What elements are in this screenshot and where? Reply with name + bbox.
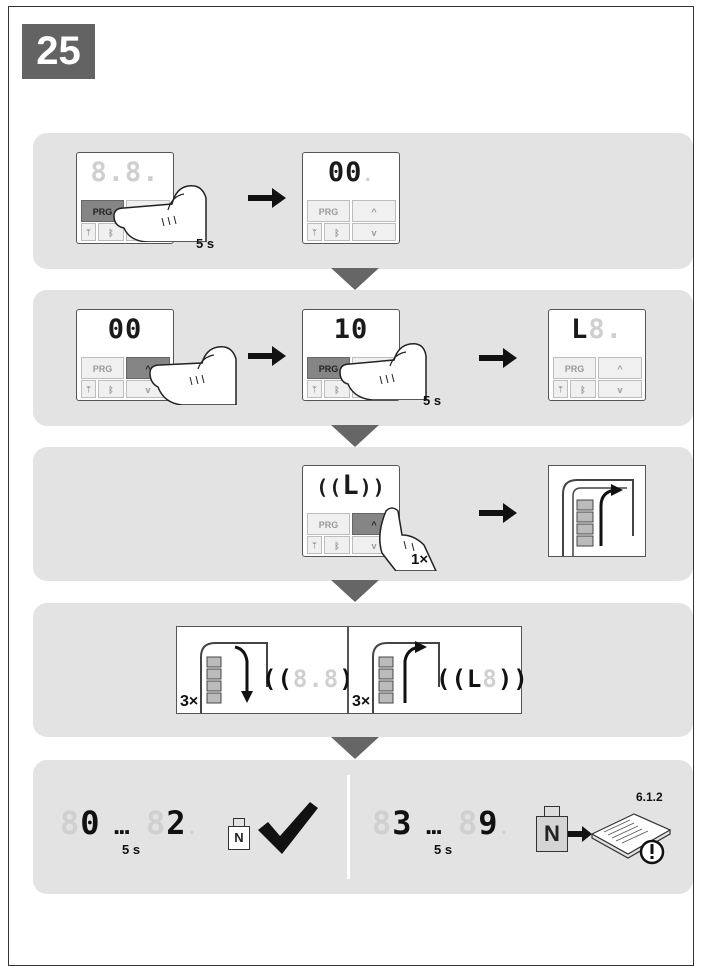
control-unit-b1: 00 PRG ^ ᛘ ᛒ v xyxy=(76,309,174,401)
weight-handle xyxy=(544,806,560,816)
down-button[interactable]: v xyxy=(352,223,396,241)
antenna-icon: ᛘ xyxy=(81,380,96,398)
bluetooth-icon: ᛒ xyxy=(98,223,124,241)
force-weight-icon: N xyxy=(228,826,250,850)
hold-duration: 5 s xyxy=(434,842,453,857)
value-range-start: 80 xyxy=(60,804,101,842)
weight-handle xyxy=(233,818,245,826)
prg-button[interactable]: PRG xyxy=(81,357,124,379)
control-unit-c1: ((L)) PRG ^ ᛘ ᛒ v xyxy=(302,465,400,557)
prg-button[interactable]: PRG xyxy=(307,513,350,535)
manual-book-icon xyxy=(590,813,672,865)
display: ((L)) xyxy=(316,470,386,501)
press-duration: 5 s xyxy=(196,236,215,251)
down-button[interactable]: v xyxy=(598,380,642,398)
value-range-end: 89. xyxy=(458,804,511,842)
step-number-badge: 25 xyxy=(22,24,95,79)
arrow-right-icon xyxy=(248,346,286,366)
close-sequence-scene xyxy=(176,626,348,714)
value-range-end: 82. xyxy=(146,804,199,842)
repeat-count: 3× xyxy=(352,693,371,710)
sectional-door-icon xyxy=(562,479,634,556)
antenna-icon: ᛘ xyxy=(81,223,96,241)
value-range-start: 83 xyxy=(372,804,413,842)
step-connector xyxy=(331,425,379,447)
display-blink-open: ((L8)) xyxy=(436,665,529,693)
display: 00 xyxy=(107,314,143,345)
range-ellipsis: ... xyxy=(425,810,443,840)
door-opening-icon xyxy=(372,641,440,713)
range-ellipsis: ... xyxy=(113,810,131,840)
hold-duration: 5 s xyxy=(122,842,141,857)
gate-opening-scene xyxy=(548,465,646,557)
bluetooth-icon: ᛒ xyxy=(324,223,350,241)
checkmark-icon xyxy=(258,802,318,854)
up-button[interactable]: ^ xyxy=(352,200,396,222)
prg-button[interactable]: PRG xyxy=(307,200,350,222)
step-connector xyxy=(331,737,379,759)
repeat-count: 3× xyxy=(180,693,199,710)
display: L8. xyxy=(571,314,623,345)
control-unit-a2: 00. PRG ^ ᛘ ᛒ v xyxy=(302,152,400,244)
finger-press-icon xyxy=(339,343,427,400)
bluetooth-icon: ᛒ xyxy=(570,380,596,398)
up-button[interactable]: ^ xyxy=(598,357,642,379)
display: 00. xyxy=(327,157,375,188)
antenna-icon: ᛘ xyxy=(307,380,322,398)
display: 10 xyxy=(333,314,369,345)
antenna-icon: ᛘ xyxy=(307,536,322,554)
arrow-right-icon xyxy=(479,503,517,523)
bluetooth-icon: ᛒ xyxy=(324,380,350,398)
press-count: 1× xyxy=(411,551,429,568)
door-closing-icon xyxy=(200,642,268,713)
prg-button[interactable]: PRG xyxy=(553,357,596,379)
antenna-icon: ᛘ xyxy=(553,380,568,398)
finger-press-icon xyxy=(113,185,207,242)
step-connector xyxy=(331,268,379,290)
arrow-right-icon xyxy=(248,188,286,208)
section-reference: 6.1.2 xyxy=(636,790,663,804)
force-weight-icon: N xyxy=(536,816,568,852)
finger-press-icon xyxy=(379,507,437,571)
control-unit-b3: L8. PRG ^ ᛘ ᛒ v xyxy=(548,309,646,401)
bluetooth-icon: ᛒ xyxy=(324,536,350,554)
bluetooth-icon: ᛒ xyxy=(98,380,124,398)
antenna-icon: ᛘ xyxy=(307,223,322,241)
arrow-right-icon xyxy=(568,826,592,842)
panel-divider xyxy=(347,775,350,879)
press-duration: 5 s xyxy=(423,393,442,408)
open-sequence-scene xyxy=(348,626,522,714)
display: 8.8. xyxy=(90,157,160,188)
step-connector xyxy=(331,580,379,602)
finger-press-icon xyxy=(149,346,237,405)
arrow-right-icon xyxy=(479,348,517,368)
